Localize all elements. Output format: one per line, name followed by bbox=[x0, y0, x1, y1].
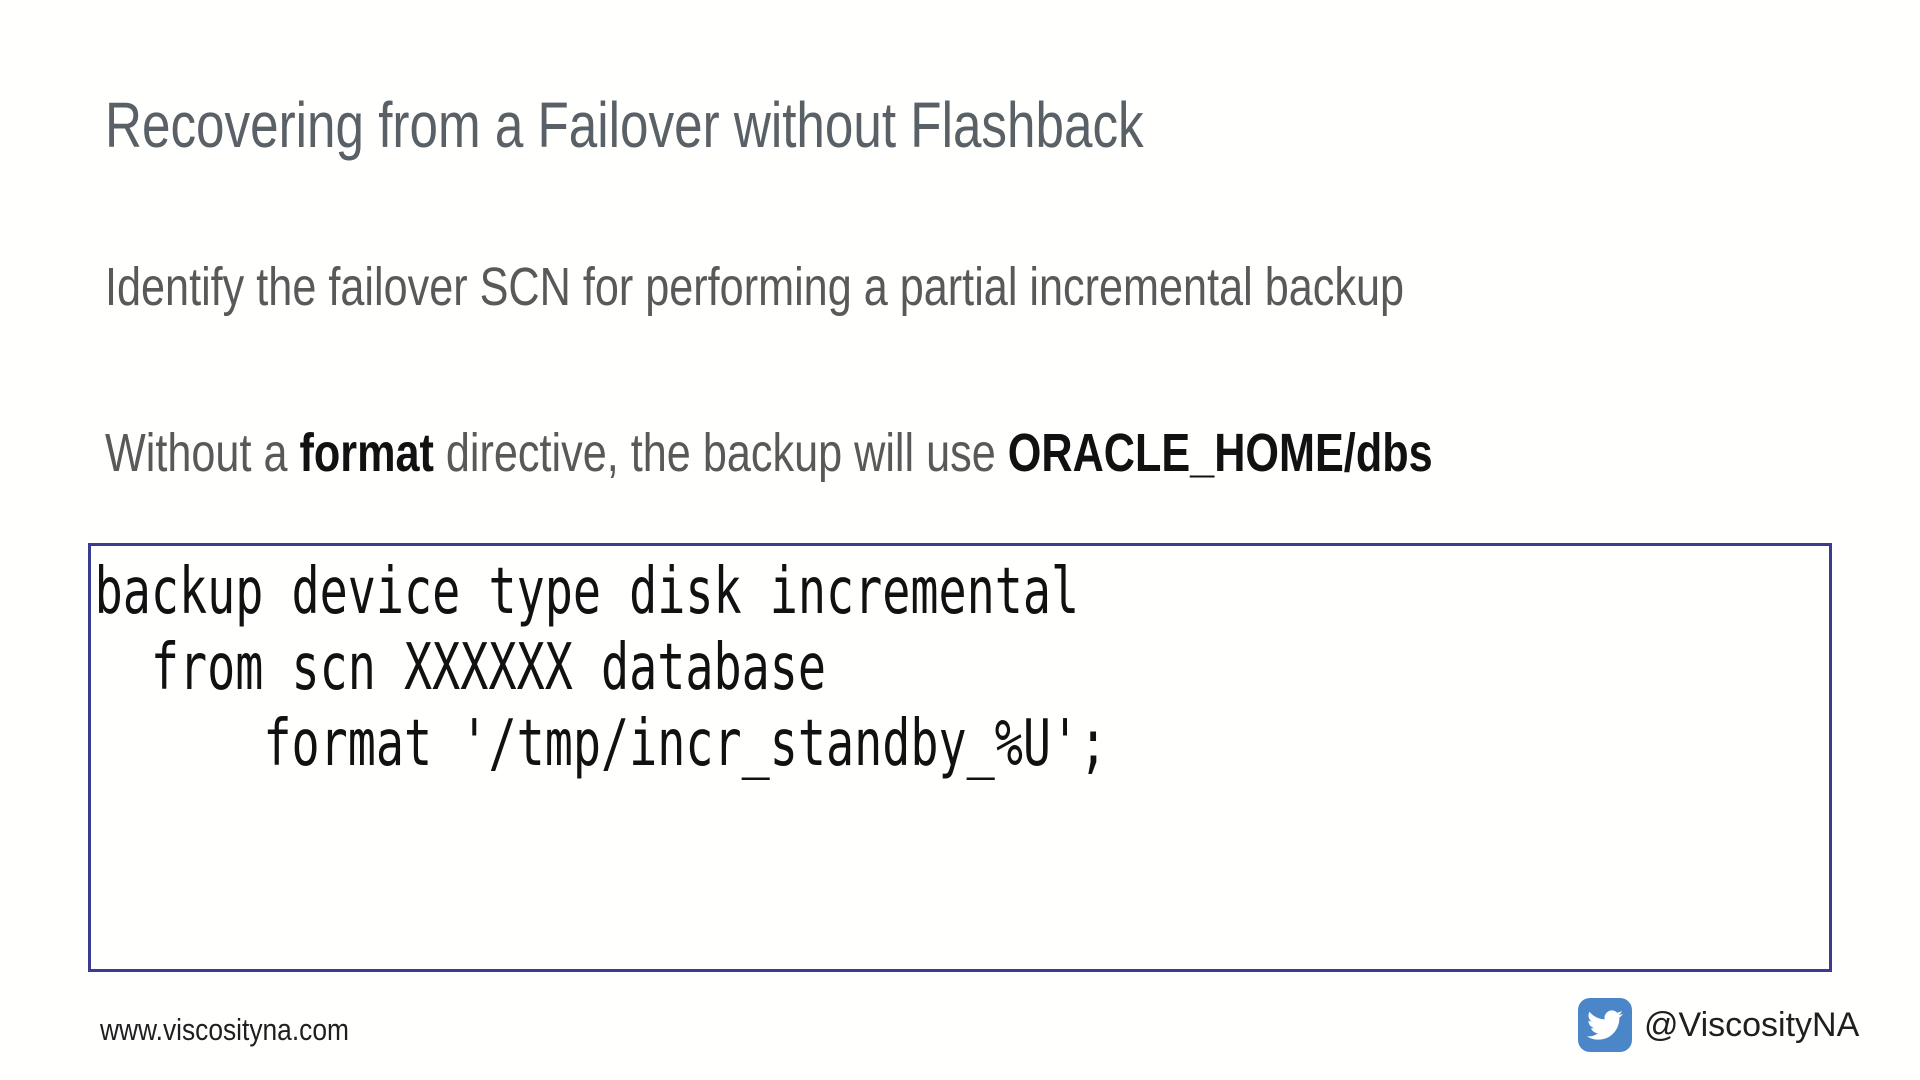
slide-title: Recovering from a Failover without Flash… bbox=[105, 89, 1144, 161]
body-text-segment: directive, the backup will use bbox=[433, 423, 1008, 483]
twitter-icon[interactable] bbox=[1578, 998, 1632, 1052]
body-line-format-directive: Without a format directive, the backup w… bbox=[105, 422, 1433, 484]
twitter-handle[interactable]: @ViscosityNA bbox=[1644, 1005, 1860, 1044]
body-text-segment: Without a bbox=[105, 423, 300, 483]
emphasis-format: format bbox=[299, 423, 434, 483]
code-block: backup device type disk incremental from… bbox=[88, 543, 1832, 972]
website-link[interactable]: www.viscosityna.com bbox=[100, 1012, 349, 1047]
twitter-bird-glyph bbox=[1587, 1010, 1623, 1040]
code-text: backup device type disk incremental from… bbox=[94, 555, 1108, 781]
body-line-identify-scn: Identify the failover SCN for performing… bbox=[105, 257, 1405, 317]
twitter-handle-group: @ViscosityNA bbox=[1578, 998, 1859, 1052]
emphasis-oracle-home-dbs: ORACLE_HOME/dbs bbox=[1007, 423, 1433, 483]
